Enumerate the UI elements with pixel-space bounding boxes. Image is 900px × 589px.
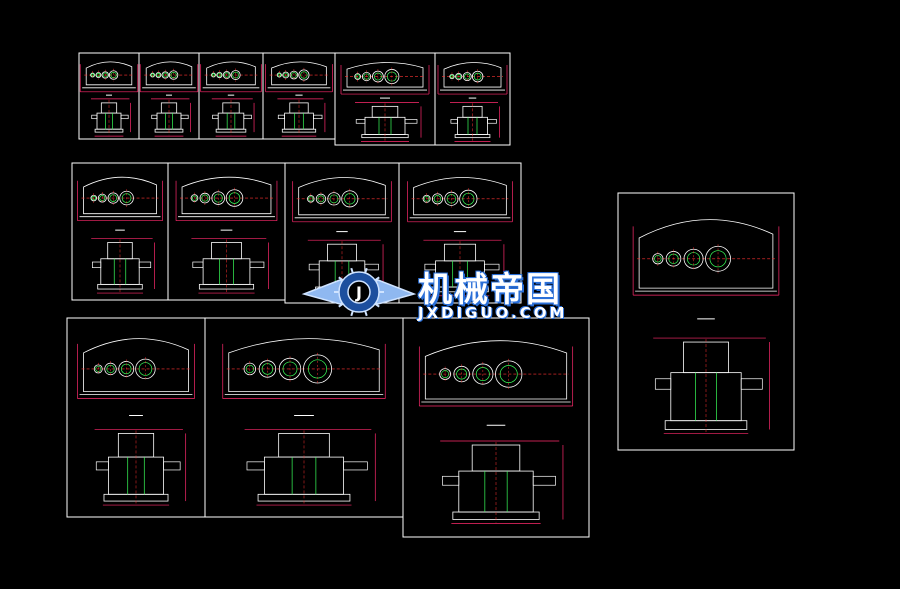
drawing-sheet-row1-b	[138, 52, 200, 140]
svg-text:J: J	[355, 283, 362, 302]
brand-chinese-name: 机械帝国	[418, 270, 562, 310]
gearbox-top-view	[265, 61, 333, 93]
sheet-frame	[402, 317, 590, 538]
sheet-frame	[434, 52, 511, 146]
gearbox-top-view	[418, 340, 574, 407]
gearbox-top-view	[77, 338, 195, 399]
drawing-sheet-row3-a	[66, 317, 206, 518]
gearbox-side-view	[244, 429, 376, 506]
gearbox-side-view	[151, 98, 191, 137]
gearbox-side-view	[191, 238, 269, 294]
drawing-sheet-row3-c	[402, 317, 590, 538]
gear-circle	[211, 191, 225, 205]
drawing-sheet-row1-e	[334, 52, 436, 146]
gearbox-side-view	[423, 239, 505, 297]
gearbox-top-view	[175, 176, 278, 222]
sheet-frame	[617, 192, 795, 451]
gearbox-side-view	[91, 98, 131, 137]
drawing-sheet-large-right	[617, 192, 795, 451]
gearbox-top-view	[437, 62, 508, 95]
gearbox-side-view	[91, 238, 155, 294]
gearbox-top-view	[222, 338, 386, 399]
gearbox-side-view	[653, 337, 770, 434]
sheet-frame	[398, 162, 522, 304]
gearbox-top-view	[632, 219, 780, 296]
drawing-sheet-row2-c	[284, 162, 400, 304]
gearbox-side-view	[450, 102, 500, 142]
drawing-sheet-row3-b	[204, 317, 404, 518]
gearbox-side-view	[211, 98, 255, 137]
gearbox-side-view	[94, 429, 187, 506]
brand-url: JXDIGUO.COM	[418, 304, 568, 322]
drawing-sheet-row1-c	[198, 52, 264, 140]
watermark-logo: J 机械帝国 JXDIGUO.COM	[300, 258, 600, 328]
gearbox-top-view	[77, 176, 163, 222]
drawing-sheet-row2-d	[398, 162, 522, 304]
gearbox-side-view	[355, 102, 422, 142]
gearbox-top-view	[79, 61, 139, 93]
gearbox-top-view	[340, 62, 430, 95]
drawing-sheet-row2-a	[71, 162, 169, 301]
gearbox-top-view	[407, 177, 513, 223]
drawing-sheet-row2-b	[167, 162, 286, 301]
drawing-sheet-row1-d	[262, 52, 336, 140]
gearbox-top-view	[200, 61, 262, 93]
gearbox-side-view	[440, 440, 564, 524]
drawing-sheet-row1-a	[78, 52, 140, 140]
gearbox-side-view	[277, 98, 326, 137]
gear-circle	[199, 192, 211, 204]
gearbox-top-view	[292, 177, 392, 223]
drawing-sheet-row1-f	[434, 52, 511, 146]
gear-wings-icon: J	[301, 267, 417, 317]
gearbox-top-view	[139, 61, 199, 93]
